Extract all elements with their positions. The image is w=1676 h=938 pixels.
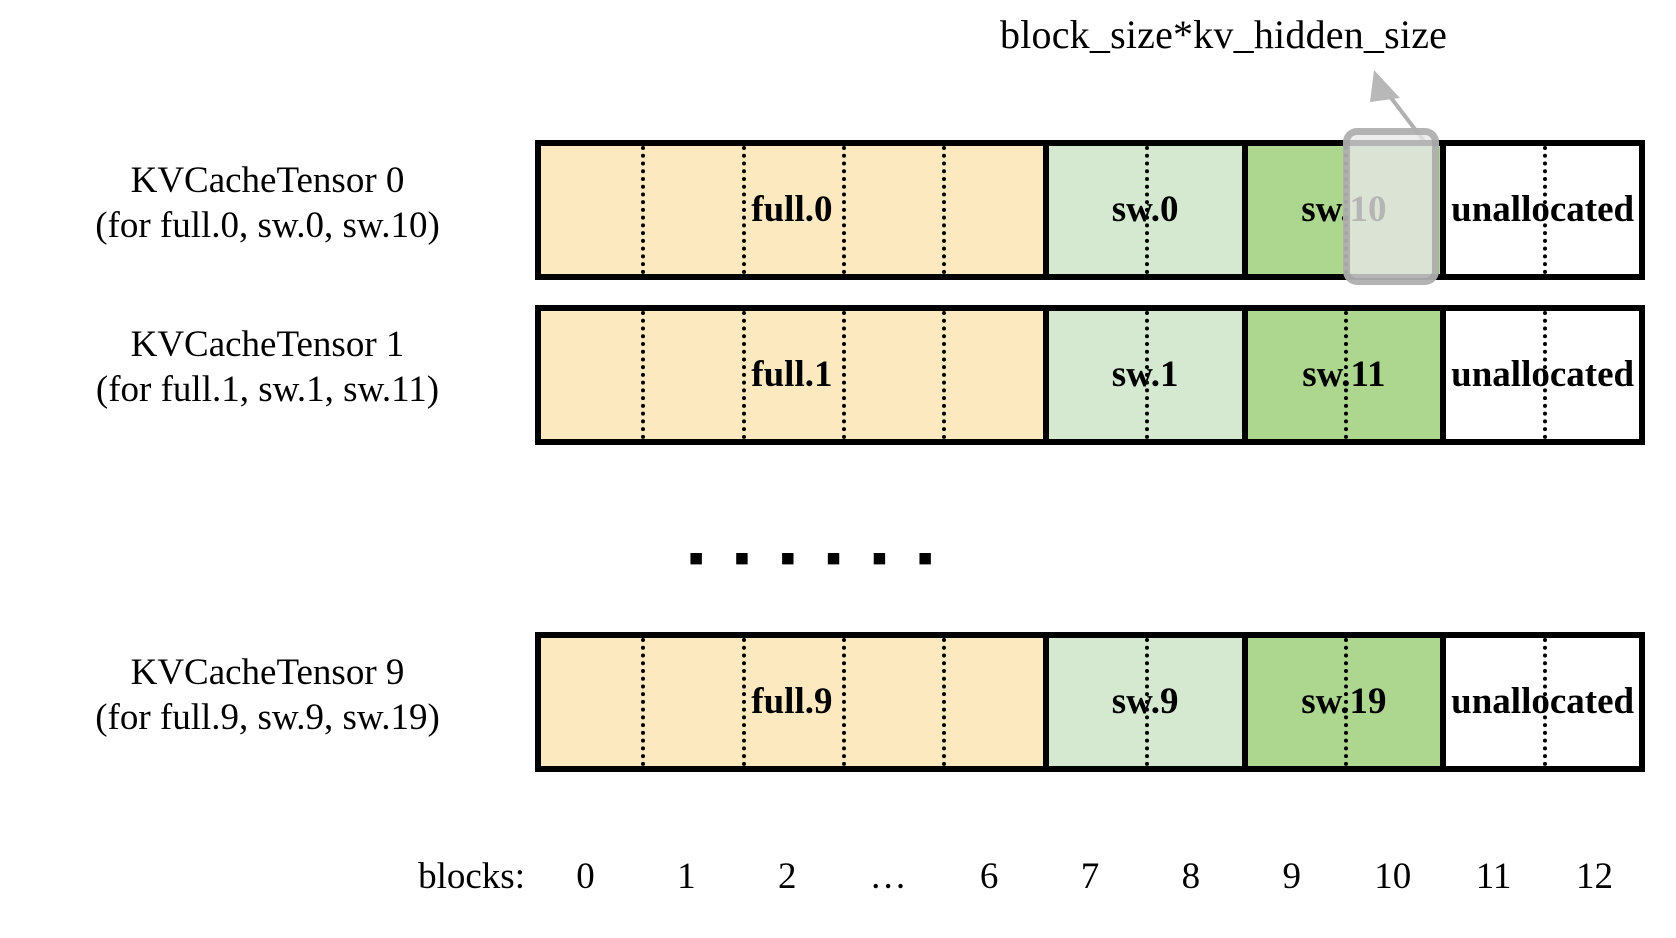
block-tick-9: 9 (1282, 856, 1302, 897)
row-label-tensor-0-line1: KVCacheTensor 0 (130, 160, 405, 201)
segment-full-9[interactable]: full.9 (541, 638, 1043, 766)
row-label-tensor-1: KVCacheTensor 1 (for full.1, sw.1, sw.11… (20, 322, 515, 412)
segment-full-0[interactable]: full.0 (541, 146, 1043, 274)
row-label-tensor-9: KVCacheTensor 9 (for full.9, sw.9, sw.19… (20, 650, 515, 740)
segment-sw-0[interactable]: sw.0 (1042, 146, 1242, 274)
segment-unallocated-1[interactable]: unallocated (1440, 311, 1639, 439)
block-tick-ellipsis: … (869, 856, 907, 897)
segment-sw-11[interactable]: sw.11 (1241, 311, 1441, 439)
segment-sw-1-label: sw.1 (1111, 354, 1179, 396)
segment-full-1[interactable]: full.1 (541, 311, 1043, 439)
block-tick-12: 12 (1576, 856, 1614, 897)
block-tick-8: 8 (1181, 856, 1201, 897)
row-label-tensor-1-line1: KVCacheTensor 1 (130, 324, 405, 365)
blocks-axis-caption: blocks: (418, 856, 525, 897)
segment-full-9-label: full.9 (751, 681, 833, 723)
segment-unallocated-0-label: unallocated (1451, 189, 1635, 231)
row-label-tensor-1-line2: (for full.1, sw.1, sw.11) (95, 369, 440, 411)
segment-unallocated-1-label: unallocated (1451, 354, 1635, 396)
block-tick-7: 7 (1080, 856, 1100, 897)
segment-sw-19-label: sw.19 (1301, 681, 1387, 723)
segment-full-1-label: full.1 (751, 354, 833, 396)
row-label-tensor-9-line1: KVCacheTensor 9 (130, 652, 405, 693)
block-tick-2: 2 (778, 856, 797, 897)
segment-sw-9[interactable]: sw.9 (1042, 638, 1242, 766)
row-label-tensor-0: KVCacheTensor 0 (for full.0, sw.0, sw.10… (20, 158, 515, 248)
segment-sw-11-label: sw.11 (1302, 354, 1386, 396)
segment-sw-9-label: sw.9 (1111, 681, 1179, 723)
segment-sw-19[interactable]: sw.19 (1241, 638, 1441, 766)
annotation-block-size-label: block_size*kv_hidden_size (1000, 12, 1448, 57)
segment-unallocated-0[interactable]: unallocated (1440, 146, 1639, 274)
segment-unallocated-9[interactable]: unallocated (1440, 638, 1639, 766)
block-tick-10: 10 (1374, 856, 1412, 897)
block-tick-0: 0 (576, 856, 595, 897)
tensor-row-1[interactable]: full.1 sw.1 sw.11 unallocated (535, 305, 1645, 445)
segment-sw-0-label: sw.0 (1111, 189, 1179, 231)
block-tick-6: 6 (979, 856, 999, 897)
rows-ellipsis: ▪ ▪ ▪ ▪ ▪ ▪ (688, 532, 943, 583)
row-label-tensor-0-line2: (for full.0, sw.0, sw.10) (95, 205, 440, 247)
segment-full-0-label: full.0 (751, 189, 833, 231)
blocks-axis-ticks: 0 1 2 … 6 7 8 9 10 11 12 (535, 855, 1645, 898)
block-size-highlight-box[interactable] (1343, 128, 1439, 285)
segment-unallocated-9-label: unallocated (1451, 681, 1635, 723)
segment-sw-1[interactable]: sw.1 (1042, 311, 1242, 439)
tensor-row-0[interactable]: full.0 sw.0 sw.10 unallocated (535, 140, 1645, 280)
block-tick-11: 11 (1475, 856, 1512, 897)
tensor-row-9[interactable]: full.9 sw.9 sw.19 unallocated (535, 632, 1645, 772)
block-tick-1: 1 (677, 856, 696, 897)
row-label-tensor-9-line2: (for full.9, sw.9, sw.19) (95, 697, 440, 739)
